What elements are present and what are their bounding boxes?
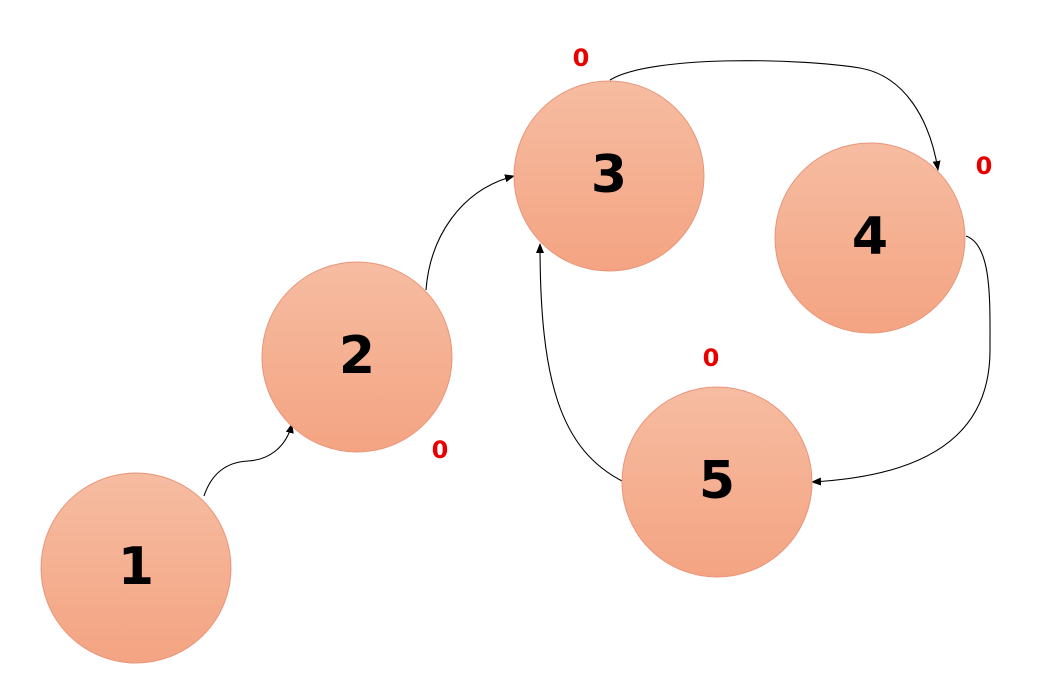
node-4-label: 4 [852,207,888,267]
node-2[interactable]: 2 [261,261,453,453]
node-2-circle [261,261,453,453]
edge-2-to-3 [425,174,515,291]
edge-5-to-3 [536,243,625,483]
node-5-count: 0 [703,344,720,372]
node-3-circle [513,80,705,272]
node-3-count: 0 [573,44,590,72]
node-4-circle [774,142,966,334]
node-2-label: 2 [339,326,375,386]
edge-1-to-2 [203,423,294,497]
node-3-label: 3 [591,145,627,205]
node-2-count: 0 [432,436,449,464]
node-4[interactable]: 4 [774,142,966,334]
node-1-circle [40,472,232,664]
edge-4-to-5 [811,235,991,486]
node-3[interactable]: 3 [513,80,705,272]
node-5-circle [621,386,813,578]
node-5-label: 5 [699,451,735,511]
node-4-count: 0 [976,152,993,180]
node-1-label: 1 [118,537,154,597]
count-labels: 0 0 0 0 [432,44,993,464]
node-1[interactable]: 1 [40,472,232,664]
node-5[interactable]: 5 [621,386,813,578]
edges [203,60,991,497]
edge-3-to-4 [609,60,941,171]
